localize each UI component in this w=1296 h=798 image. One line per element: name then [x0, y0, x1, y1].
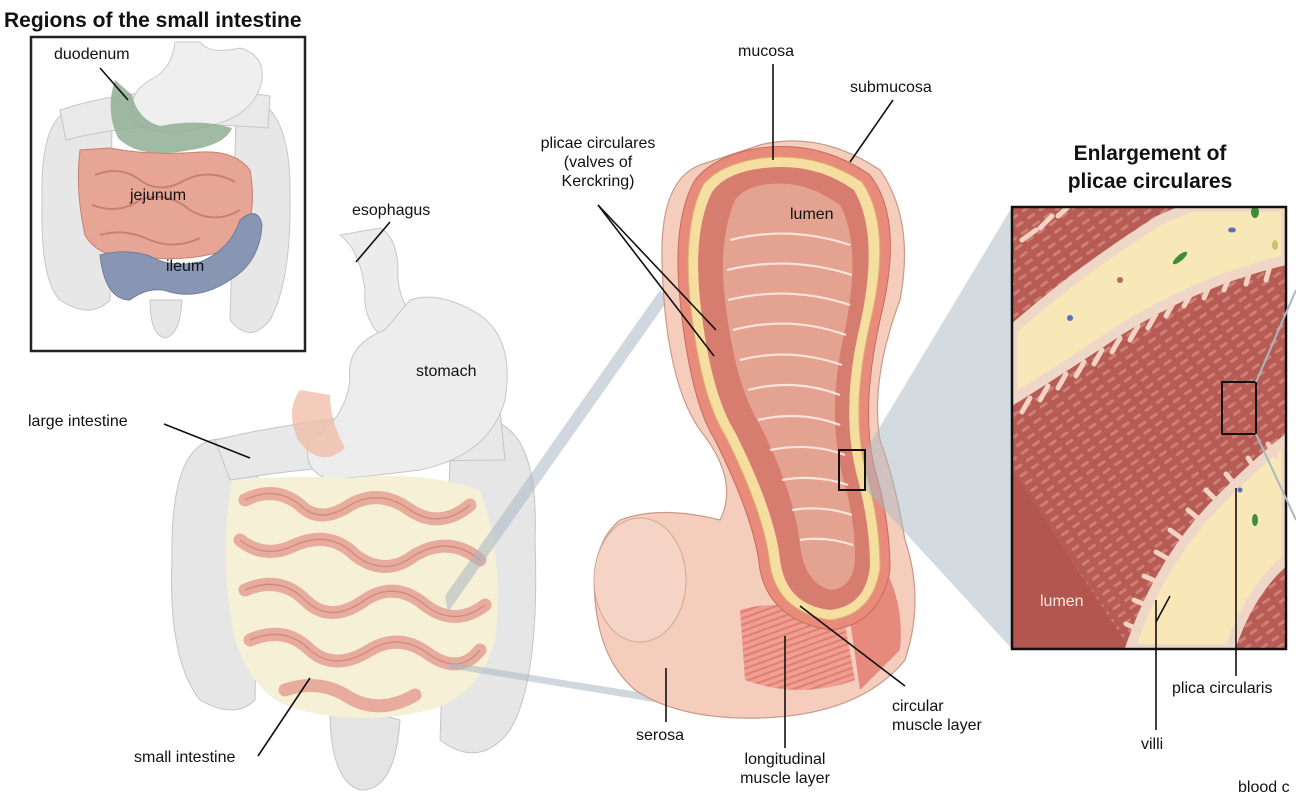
label-duodenum: duodenum [54, 45, 130, 64]
label-mucosa: mucosa [738, 42, 794, 61]
title-enlargement-line-1: Enlargement of [1040, 140, 1260, 168]
label-plicae-line-2: (valves of [508, 153, 688, 172]
enlargement-panel [1012, 206, 1296, 730]
label-villi: villi [1141, 735, 1163, 754]
submucosa-leader [850, 100, 893, 162]
label-plicae-line-1: plicae circulares [508, 134, 688, 153]
label-plicae-line-3: Kerckring) [508, 172, 688, 191]
label-stomach: stomach [416, 362, 476, 381]
label-circular-muscle: circular muscle layer [892, 697, 982, 735]
label-plicae-circulares: plicae circulares (valves of Kerckring) [508, 134, 688, 191]
label-circular-line-1: circular [892, 697, 982, 716]
label-longitudinal-line-1: longitudinal [715, 750, 855, 769]
label-serosa: serosa [636, 726, 684, 745]
label-lumen-section: lumen [790, 205, 834, 224]
label-ileum: ileum [166, 257, 204, 276]
title-enlargement: Enlargement of plicae circulares [1040, 140, 1260, 196]
label-large-intestine: large intestine [28, 412, 128, 431]
label-longitudinal-line-2: muscle layer [715, 769, 855, 788]
label-small-intestine: small intestine [134, 748, 235, 767]
label-circular-line-2: muscle layer [892, 716, 982, 735]
label-esophagus: esophagus [352, 201, 430, 220]
label-longitudinal-muscle: longitudinal muscle layer [715, 750, 855, 788]
label-plica-circularis: plica circularis [1172, 679, 1272, 698]
label-submucosa: submucosa [850, 78, 932, 97]
label-lumen-enlargement: lumen [1040, 592, 1084, 611]
label-blood-cut: blood c [1238, 778, 1290, 797]
title-enlargement-line-2: plicae circulares [1040, 168, 1260, 196]
label-jejunum: jejunum [130, 186, 186, 205]
title-regions: Regions of the small intestine [4, 9, 302, 33]
